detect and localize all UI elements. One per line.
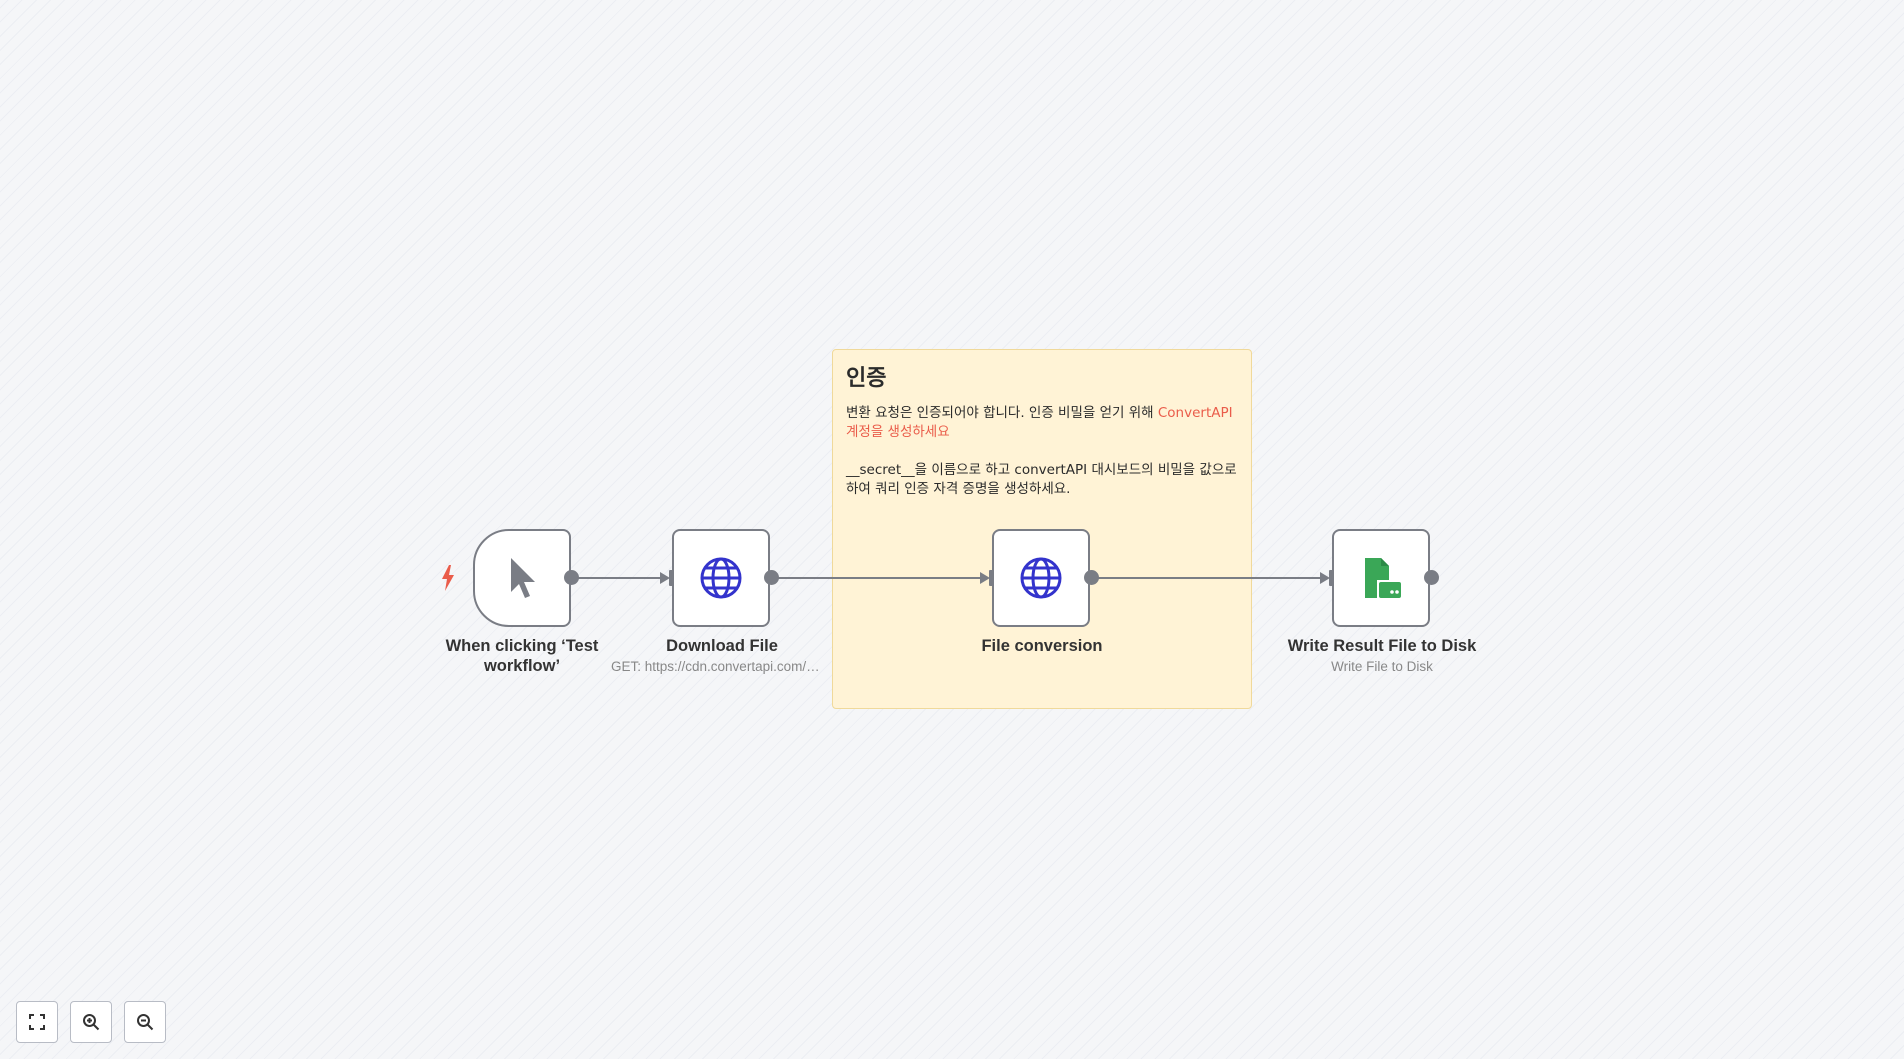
node-output-handle[interactable]: [1084, 570, 1099, 585]
zoom-out-icon: [137, 1014, 154, 1031]
node-manual-trigger[interactable]: [473, 529, 571, 627]
fit-view-button[interactable]: [16, 1001, 58, 1043]
node-label: When clicking ‘Test workflow’: [445, 637, 599, 675]
trigger-bolt-icon: [442, 565, 454, 591]
node-file-conversion[interactable]: [992, 529, 1090, 627]
sticky-note[interactable]: 인증 변환 요청은 인증되어야 합니다. 인증 비밀을 얻기 위해 Conver…: [832, 349, 1252, 709]
node-output-handle[interactable]: [764, 570, 779, 585]
node-output-handle[interactable]: [564, 570, 579, 585]
file-disk-icon: [1365, 558, 1401, 598]
fit-view-icon: [29, 1014, 45, 1030]
sticky-note-title: 인증: [846, 366, 887, 391]
node-output-handle[interactable]: [1424, 570, 1439, 585]
cursor-icon: [511, 558, 535, 598]
canvas-controls: [16, 1001, 166, 1043]
sticky-note-body: 변환 요청은 인증되어야 합니다. 인증 비밀을 얻기 위해 ConvertAP…: [846, 404, 1238, 499]
node-subtitle: Write File to Disk: [1331, 659, 1433, 674]
node-label: Download File: [666, 637, 778, 655]
node-download-file[interactable]: [672, 529, 770, 627]
sticky-note-text: 변환 요청은 인증되어야 합니다. 인증 비밀을 얻기 위해: [846, 405, 1158, 421]
zoom-in-button[interactable]: [70, 1001, 112, 1043]
sticky-note-text-2: __secret__을 이름으로 하고 convertAPI 대시보드의 비밀을…: [846, 462, 1237, 497]
node-label: File conversion: [981, 637, 1103, 655]
globe-icon: [700, 557, 742, 599]
node-subtitle: GET: https://cdn.convertapi.com/public/f…: [611, 659, 821, 674]
zoom-out-button[interactable]: [124, 1001, 166, 1043]
node-label: Write Result File to Disk: [1287, 637, 1477, 655]
zoom-in-icon: [83, 1014, 100, 1031]
node-write-file[interactable]: [1332, 529, 1430, 627]
convertapi-signup-link[interactable]: ConvertAPI 계정을 생성하세요: [846, 405, 1233, 440]
globe-icon: [1020, 557, 1062, 599]
